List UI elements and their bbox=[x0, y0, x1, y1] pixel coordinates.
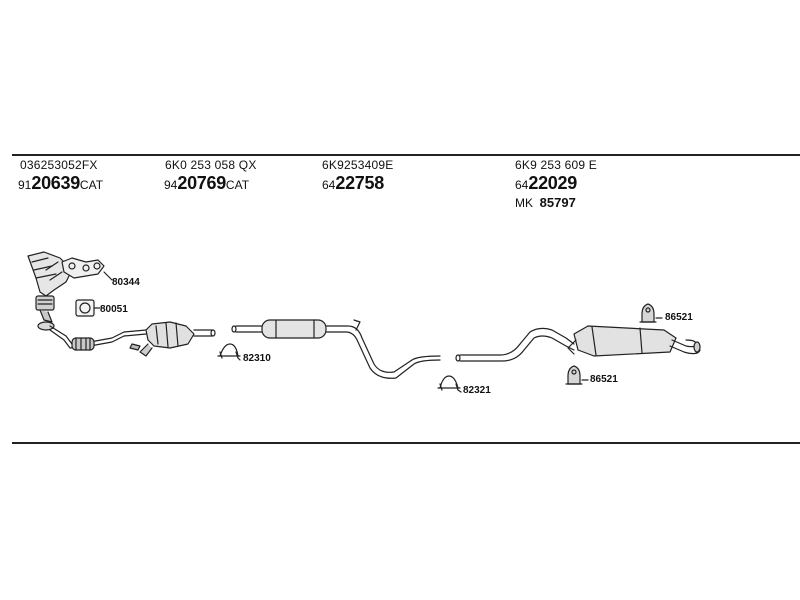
label-82310: 82310 bbox=[243, 353, 271, 364]
part-number-manifold: 036253052FX bbox=[20, 158, 98, 172]
label-86521-top: 86521 bbox=[665, 312, 693, 323]
front-pipe-part bbox=[37, 321, 147, 351]
part-number-catalytic: 6K0 253 058 QX bbox=[165, 158, 257, 172]
ref-main: 22029 bbox=[528, 173, 577, 193]
mk-label: MK bbox=[515, 196, 533, 210]
mounting-kit-ref: MK 85797 bbox=[515, 195, 576, 210]
ref-main: 20769 bbox=[177, 173, 226, 193]
bottom-divider bbox=[12, 442, 800, 444]
ref-number-rear-silencer: 6422029 bbox=[515, 173, 577, 194]
rubber-mount-bottom-part bbox=[565, 365, 589, 385]
middle-silencer-part bbox=[231, 319, 441, 379]
ref-prefix: 64 bbox=[515, 178, 529, 192]
label-82321: 82321 bbox=[463, 385, 491, 396]
flange-gasket-part bbox=[75, 299, 101, 317]
label-80344: 80344 bbox=[112, 277, 140, 288]
ref-main: 20639 bbox=[31, 173, 80, 193]
ref-suffix: CAT bbox=[225, 178, 250, 192]
manifold-gasket-part bbox=[61, 257, 113, 281]
rubber-mount-top-part bbox=[639, 303, 663, 323]
label-80051: 80051 bbox=[100, 304, 128, 315]
part-number-rear-silencer: 6K9 253 609 E bbox=[515, 158, 598, 172]
rear-silencer-part bbox=[455, 325, 701, 362]
ref-number-middle-silencer: 6422758 bbox=[322, 173, 384, 194]
exhaust-manifold-part bbox=[27, 251, 73, 323]
ref-main: 22758 bbox=[335, 173, 384, 193]
ref-number-catalytic: 9420769CAT bbox=[164, 173, 249, 194]
mk-value: 85797 bbox=[539, 195, 576, 210]
top-divider bbox=[12, 154, 800, 156]
ref-prefix: 94 bbox=[164, 178, 178, 192]
catalytic-converter-part bbox=[139, 321, 216, 357]
clamp-part-82321 bbox=[437, 375, 462, 393]
ref-number-manifold: 9120639CAT bbox=[18, 173, 103, 194]
ref-prefix: 91 bbox=[18, 178, 32, 192]
ref-suffix: CAT bbox=[79, 178, 104, 192]
label-86521-bottom: 86521 bbox=[590, 374, 618, 385]
ref-prefix: 64 bbox=[322, 178, 336, 192]
clamp-part-82310 bbox=[217, 343, 241, 361]
part-number-middle-silencer: 6K9253409E bbox=[322, 158, 394, 172]
